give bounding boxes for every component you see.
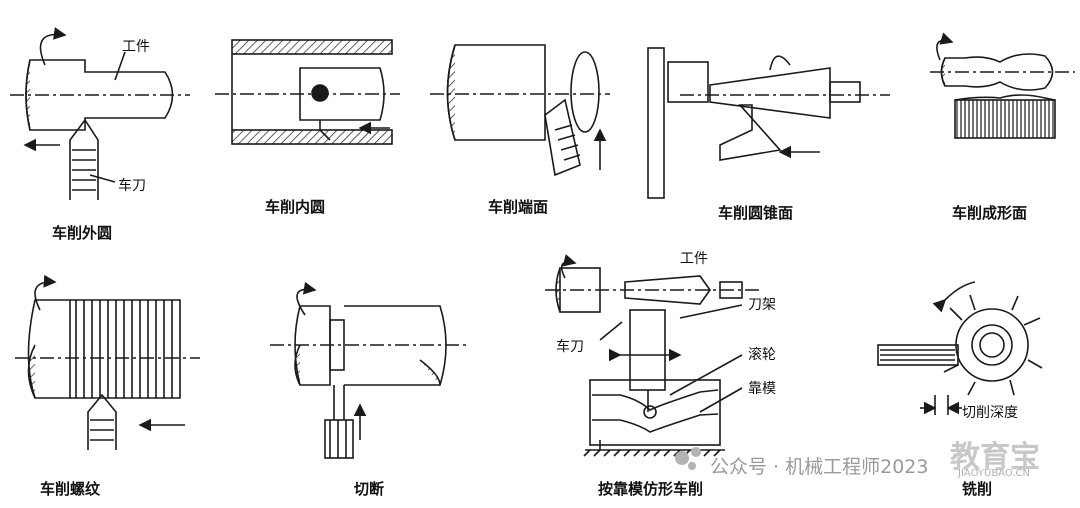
caption-thread-turning: 车削螺纹 <box>40 480 101 498</box>
form-turning-drawing <box>930 32 1075 139</box>
label-tool-outer: 车刀 <box>118 178 146 194</box>
label-template: 靠模 <box>748 381 776 397</box>
outer-turning-drawing <box>10 27 190 200</box>
label-tool-copy: 车刀 <box>556 339 584 355</box>
watermark-brand: 教育宝 <box>950 440 1040 475</box>
caption-cutting-off: 切断 <box>354 480 385 498</box>
taper-turning-drawing <box>647 47 890 199</box>
thread-turning-drawing <box>15 274 200 450</box>
watermark-logo-icon <box>675 447 701 470</box>
caption-outer-turning: 车削外圆 <box>52 224 113 242</box>
copy-turning-drawing <box>545 254 760 457</box>
caption-inner-turning: 车削内圆 <box>265 198 326 216</box>
caption-taper-turning: 车削圆锥面 <box>718 204 794 222</box>
label-tool-holder: 刀架 <box>748 297 776 313</box>
watermark-text: 公众号 · 机械工程师2023 <box>710 456 929 478</box>
inner-turning-drawing <box>215 39 400 145</box>
caption-milling: 铣削 <box>962 480 993 498</box>
facing-drawing <box>430 44 610 177</box>
label-workpiece-outer: 工件 <box>122 39 150 55</box>
caption-form-turning: 车削成形面 <box>952 204 1028 222</box>
cutting-off-drawing <box>270 281 470 459</box>
label-workpiece-copy: 工件 <box>680 251 708 267</box>
caption-facing: 车削端面 <box>488 198 549 216</box>
caption-copy-turning: 按靠模仿形车削 <box>598 480 704 498</box>
label-roller: 滚轮 <box>748 347 776 363</box>
label-cutting-depth: 切削深度 <box>962 405 1018 421</box>
milling-drawing <box>877 281 1043 415</box>
watermark-brand-url: JIAOYUBAO.CN <box>958 468 1030 479</box>
